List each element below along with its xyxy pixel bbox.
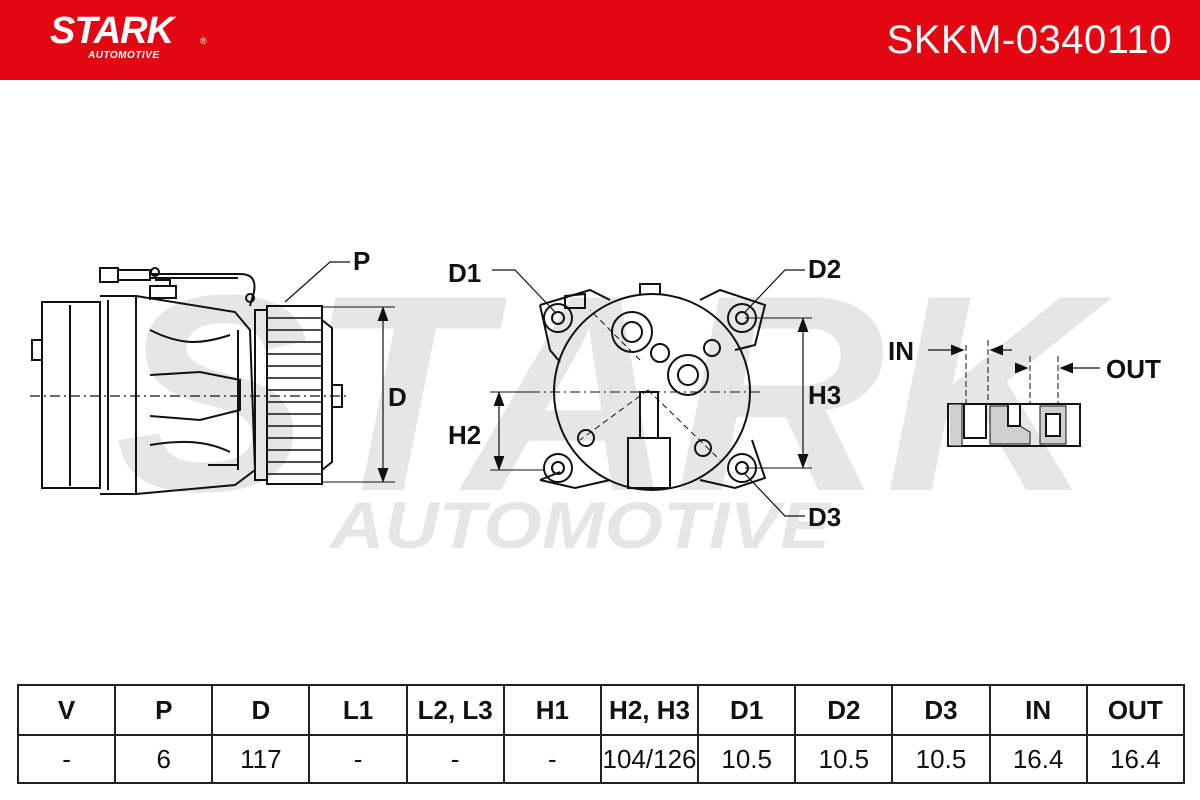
header-d2: D2 (794, 684, 894, 736)
value-p: 6 (114, 734, 214, 784)
watermark: STARK AUTOMOTIVE (115, 238, 1117, 562)
value-d: 117 (211, 734, 311, 784)
header-d3: D3 (891, 684, 991, 736)
compressor-front-view (490, 269, 812, 517)
header-bar: STARK AUTOMOTIVE ® SKKM-0340110 (0, 0, 1200, 80)
header-l2-l3: L2, L3 (405, 684, 505, 736)
value-d3: 10.5 (891, 734, 991, 784)
header-p: P (114, 684, 214, 736)
label-h2: H2 (448, 420, 481, 450)
value-in: 16.4 (988, 734, 1088, 784)
compressor-side-view (30, 261, 395, 495)
header-out: OUT (1085, 684, 1186, 736)
label-d1: D1 (448, 258, 481, 288)
label-d2: D2 (808, 254, 841, 284)
label-h3: H3 (808, 380, 841, 410)
value-d2: 10.5 (794, 734, 894, 784)
header-v: V (16, 684, 117, 736)
header-l1: L1 (308, 684, 408, 736)
spec-table: V P D L1 L2, L3 H1 H2, H3 D1 D2 D3 IN OU… (16, 684, 1186, 784)
technical-drawing: STARK AUTOMOTIVE (30, 238, 1161, 562)
watermark-stark: STARK (115, 238, 1117, 550)
spec-value-row: - 6 117 - - - 104/126 10.5 10.5 10.5 16.… (16, 734, 1186, 784)
label-p: P (353, 246, 370, 276)
header-h2-h3: H2, H3 (599, 684, 700, 736)
header-d: D (211, 684, 311, 736)
watermark-automotive: AUTOMOTIVE (328, 488, 833, 562)
value-l1: - (308, 734, 408, 784)
header-h1: H1 (502, 684, 602, 736)
header-d1: D1 (697, 684, 797, 736)
value-out: 16.4 (1085, 734, 1186, 784)
logo-sub-text: AUTOMOTIVE (88, 50, 160, 61)
value-l2-l3: - (405, 734, 505, 784)
value-h2-h3: 104/126 (599, 734, 700, 784)
spec-header-row: V P D L1 L2, L3 H1 H2, H3 D1 D2 D3 IN OU… (16, 684, 1186, 736)
header-in: IN (988, 684, 1088, 736)
value-h1: - (502, 734, 602, 784)
label-out: OUT (1106, 354, 1161, 384)
registered-mark: ® (200, 36, 207, 46)
label-d3: D3 (808, 502, 841, 532)
logo-brand-text: STARK (50, 10, 174, 52)
ports-detail (928, 340, 1100, 447)
part-number: SKKM-0340110 (886, 18, 1172, 62)
label-d: D (388, 382, 407, 412)
value-v: - (16, 734, 117, 784)
stark-logo: STARK AUTOMOTIVE ® (50, 10, 207, 62)
value-d1: 10.5 (697, 734, 797, 784)
label-in: IN (888, 336, 914, 366)
